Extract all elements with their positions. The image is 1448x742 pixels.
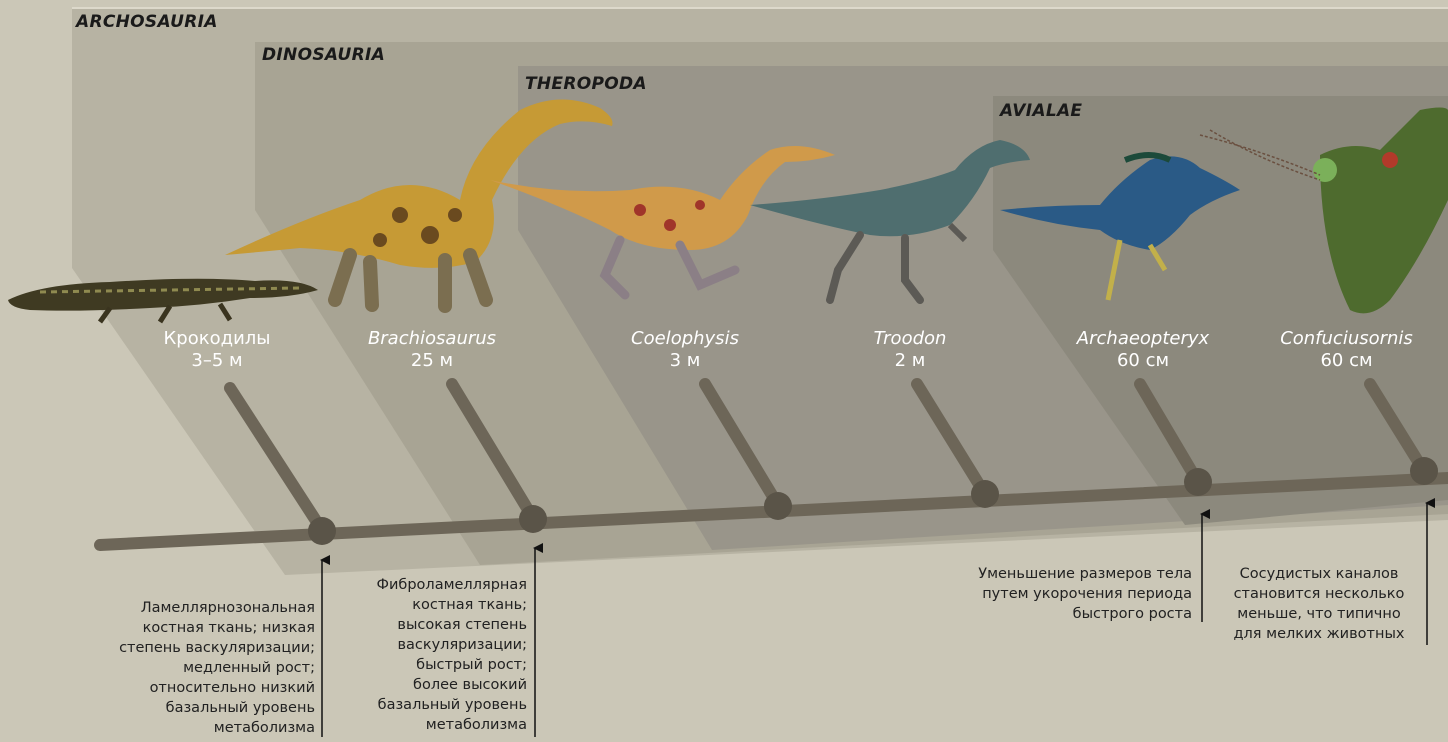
note-line: степень васкуляризации; [119,638,315,658]
note-line: Ламеллярнозональная [119,598,315,618]
note-line: меньше, что типично [1217,604,1421,624]
taxon-size: 2 м [895,350,926,371]
note-dinosauria: Фиброламеллярная костная ткань; высокая … [377,575,528,735]
note-crocodiles: Ламеллярнозональная костная ткань; низка… [119,598,315,738]
taxon-name: Troodon [800,328,1020,350]
node-archosauria [308,517,336,545]
taxon-size: 60 см [1117,350,1169,371]
node-dinosauria [519,505,547,533]
node-avialae [1184,468,1212,496]
note-line: Уменьшение размеров тела [978,564,1192,584]
note-archaeopteryx: Уменьшение размеров тела путем укорочени… [978,564,1192,624]
clade-label-archosauria: ARCHOSAURIA [76,12,218,32]
taxon-label-archaeopteryx: Archaeopteryx 60 см [1033,328,1253,372]
note-line: быстрый рост; [377,655,528,675]
taxon-name: Coelophysis [575,328,795,350]
node-theropoda [764,492,792,520]
note-line: высокая степень [377,615,528,635]
note-line: становится несколько [1217,584,1421,604]
note-line: метаболизма [119,718,315,738]
taxon-label-coelophysis: Coelophysis 3 м [575,328,795,372]
taxon-label-troodon: Troodon 2 м [800,328,1020,372]
taxon-size: 3 м [670,350,701,371]
note-line: путем укорочения периода [978,584,1192,604]
taxon-name: Brachiosaurus [322,328,542,350]
taxon-size: 25 м [411,350,453,371]
taxon-name: Confuciusornis [1245,328,1448,350]
clade-label-theropoda: THEROPODA [525,74,647,94]
note-line: быстрого роста [978,604,1192,624]
note-line: более высокий [377,675,528,695]
taxon-size: 60 см [1320,350,1372,371]
taxon-name: Archaeopteryx [1033,328,1253,350]
node-confuciusornis [1410,457,1438,485]
clade-label-dinosauria: DINOSAURIA [262,45,385,65]
note-confuciusornis: Сосудистых каналов становится несколько … [1217,564,1421,644]
note-line: базальный уровень [119,698,315,718]
note-line: для мелких животных [1217,624,1421,644]
note-line: базальный уровень [377,695,528,715]
node-troodon [971,480,999,508]
note-line: костная ткань; [377,595,528,615]
note-line: костная ткань; низкая [119,618,315,638]
note-line: Сосудистых каналов [1217,564,1421,584]
clade-label-avialae: AVIALAE [1000,101,1082,121]
taxon-label-brachiosaurus: Brachiosaurus 25 м [322,328,542,372]
note-line: медленный рост; [119,658,315,678]
taxon-label-confuciusornis: Confuciusornis 60 см [1245,328,1448,372]
taxon-label-crocodiles: Крокодилы 3–5 м [107,328,327,372]
note-line: Фиброламеллярная [377,575,528,595]
note-line: метаболизма [377,715,528,735]
note-line: васкуляризации; [377,635,528,655]
taxon-name: Крокодилы [107,328,327,350]
taxon-size: 3–5 м [191,350,242,371]
note-line: относительно низкий [119,678,315,698]
